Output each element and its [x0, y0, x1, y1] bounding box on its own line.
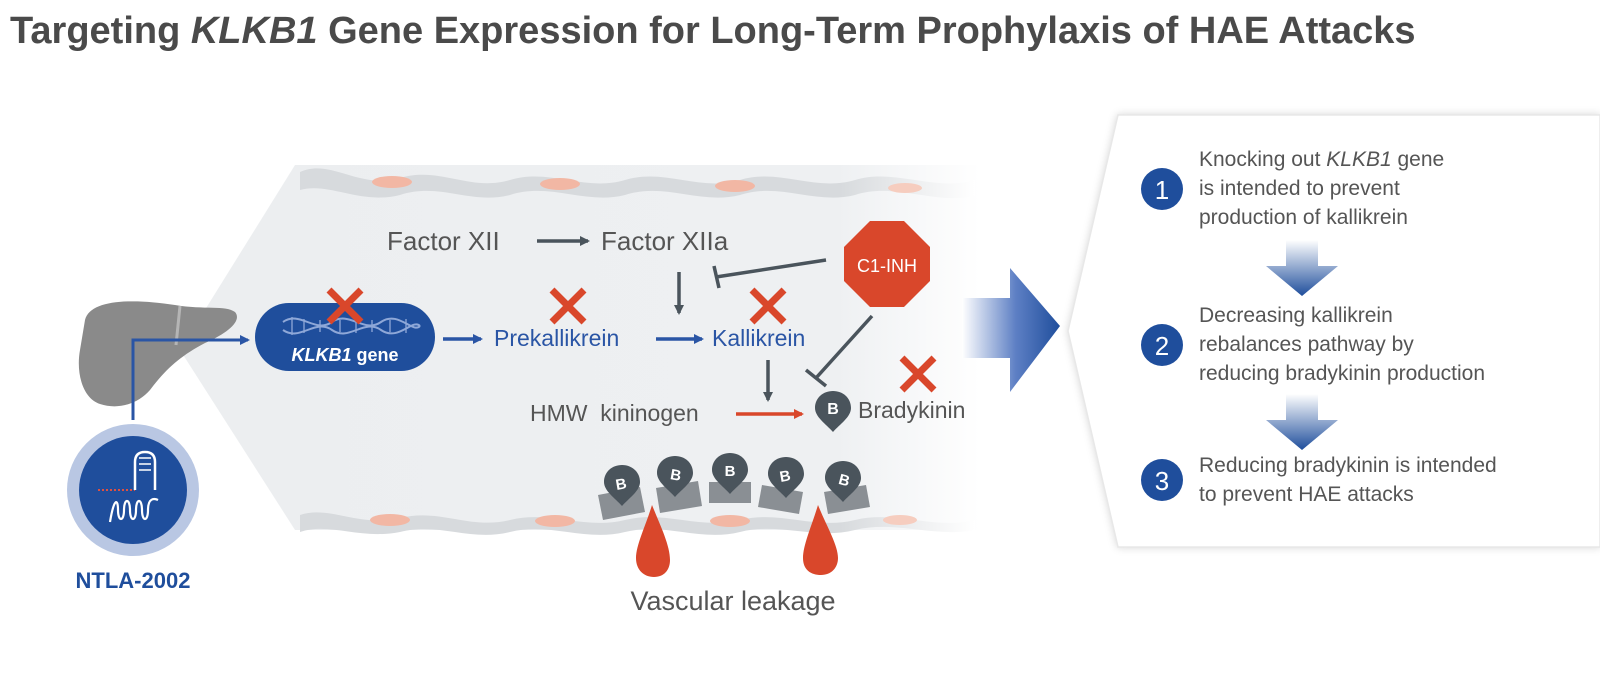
prekallikrein-label: Prekallikrein: [494, 325, 619, 351]
step-number: 2: [1155, 331, 1169, 361]
c1-inh-label: C1-INH: [857, 256, 917, 276]
drug-to-gene-arrow: [131, 335, 250, 420]
step-number-circle: [1141, 168, 1183, 210]
svg-text:Knocking out KLKB1 gene: Knocking out KLKB1 gene: [1199, 148, 1444, 171]
blood-drop-icon: [803, 505, 838, 575]
liver-icon: [78, 301, 237, 407]
factor-xiia-label: Factor XIIa: [601, 226, 729, 256]
step-number-circle: [1141, 324, 1183, 366]
svg-text:B: B: [669, 466, 683, 485]
step-1-line3: production of kallikrein: [1199, 206, 1408, 229]
title-part1: Targeting: [10, 10, 191, 52]
c1inh-inhibit-kallikrein-bar: [804, 368, 828, 388]
drug-label: NTLA-2002: [76, 568, 191, 593]
c1-inh-stop-sign: [844, 221, 930, 307]
vascular-leakage-label: Vascular leakage: [630, 586, 835, 616]
step-1-line2: is intended to prevent: [1199, 177, 1400, 200]
bradykinin-label: Bradykinin: [858, 397, 965, 423]
factor-xii-label: Factor XII: [387, 226, 500, 256]
title-gene: KLKB1: [190, 10, 318, 52]
blood-drop-icon: [636, 505, 670, 577]
steps-panel: [1067, 114, 1600, 548]
vessel-bottom-wall: [300, 512, 975, 535]
svg-text:KLKB1 gene: KLKB1 gene: [291, 345, 398, 365]
bradykinin-receptor-cluster: B B B B B: [598, 453, 870, 520]
kallikrein-cross-icon: [749, 287, 787, 325]
bradykinin-pin-icon: B: [815, 391, 851, 432]
step-3: 3 Reducing bradykinin is intended to pre…: [1141, 454, 1497, 506]
step-3-line1: Reducing bradykinin is intended: [1199, 454, 1497, 477]
kallikrein-label: Kallikrein: [712, 325, 805, 351]
gene-label-rest: gene: [352, 345, 399, 365]
step-3-line2: to prevent HAE attacks: [1199, 483, 1414, 506]
c1inh-inhibit-xiia-line: [715, 258, 827, 279]
step-down-arrow: [1266, 394, 1338, 450]
step-1-line1-post: gene: [1392, 148, 1445, 171]
bradykinin-cross-icon: [899, 355, 937, 393]
title-part2: Gene Expression for Long-Term Prophylaxi…: [317, 10, 1416, 52]
hmw-kininogen-label: HMW kininogen: [530, 400, 699, 426]
step-2-line2: rebalances pathway by: [1199, 333, 1414, 356]
step-2-line1: Decreasing kallikrein: [1199, 304, 1393, 327]
step-1-line1-pre: Knocking out: [1199, 148, 1326, 171]
svg-text:B: B: [827, 401, 839, 418]
vessel-top-wall: [300, 168, 975, 199]
svg-text:B: B: [837, 471, 852, 490]
step-down-arrow: [1266, 240, 1338, 296]
step-number: 3: [1155, 466, 1169, 496]
step-number: 1: [1155, 175, 1169, 205]
prekallikrein-cross-icon: [549, 287, 587, 325]
step-2: 2 Decreasing kallikrein rebalances pathw…: [1141, 304, 1485, 385]
blood-vessel: [180, 165, 980, 530]
page-title: Targeting KLKB1 Gene Expression for Long…: [10, 10, 1416, 53]
big-right-arrow: [962, 268, 1060, 392]
gene-label-italic: KLKB1: [291, 345, 351, 365]
knockout-cross-icon: [326, 287, 364, 325]
klkb1-gene-node: KLKB1 gene: [255, 303, 435, 371]
c1inh-inhibit-kallikrein-line: [814, 314, 874, 380]
c1inh-inhibit-xiia-bar: [712, 265, 721, 289]
svg-text:B: B: [778, 467, 792, 486]
step-2-line3: reducing bradykinin production: [1199, 362, 1485, 385]
svg-text:B: B: [614, 475, 628, 494]
step-number-circle: [1141, 459, 1183, 501]
step-1: 1 Knocking out KLKB1 gene is intended to…: [1141, 148, 1444, 229]
svg-text:B: B: [725, 463, 736, 480]
lnp-drug-icon: [67, 424, 199, 556]
step-1-line1-italic: KLKB1: [1326, 148, 1391, 171]
